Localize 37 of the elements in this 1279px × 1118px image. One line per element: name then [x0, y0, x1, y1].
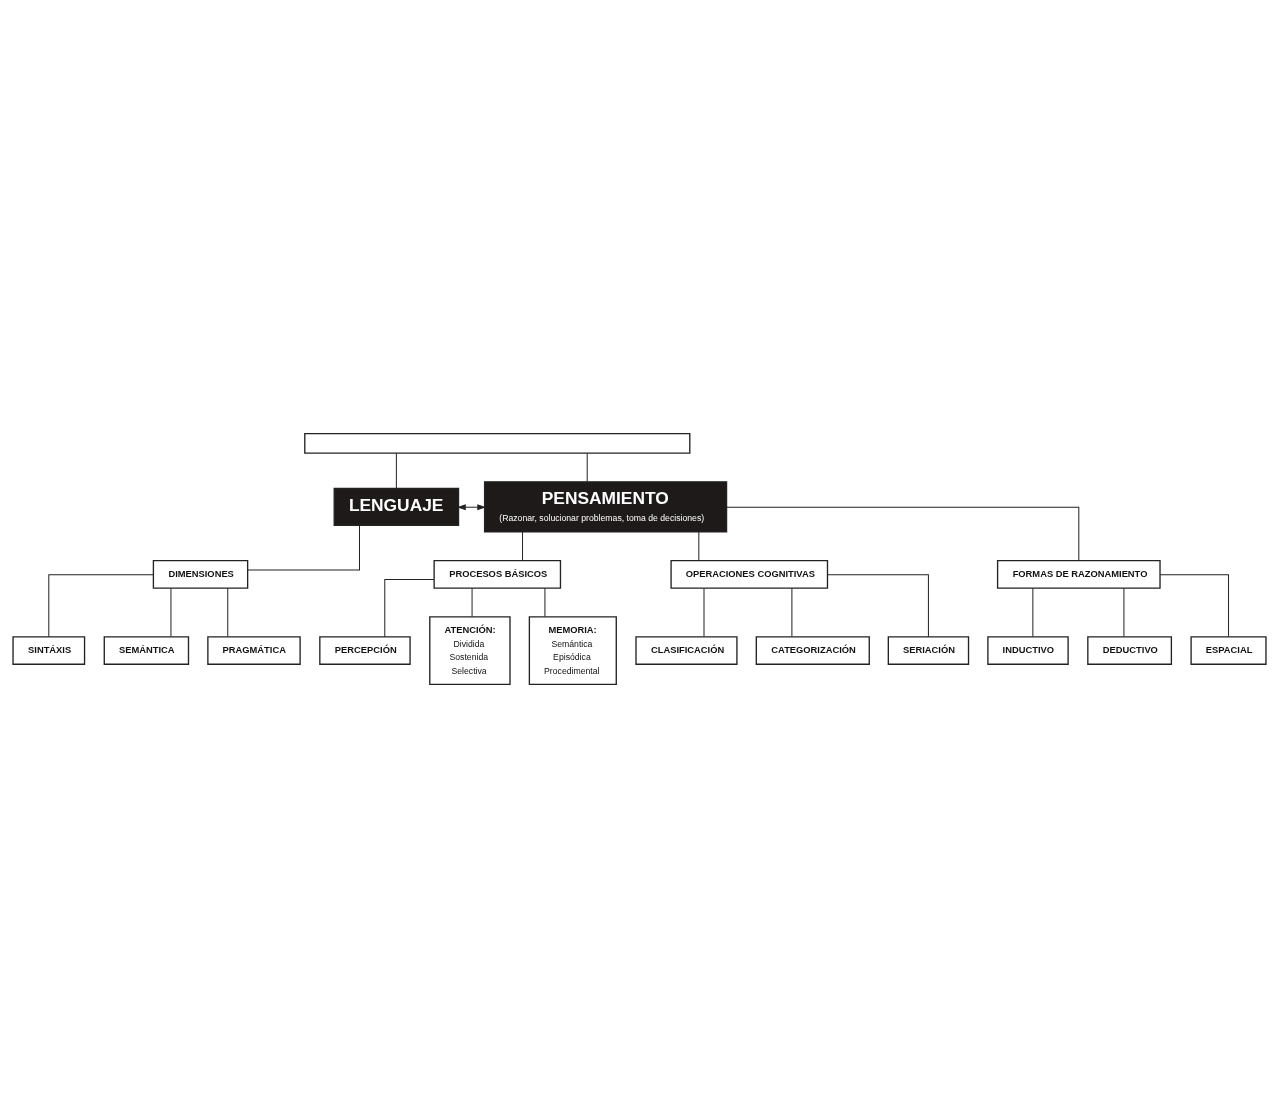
node-box: DIMENSIONES: [152, 560, 249, 589]
connector: [586, 452, 588, 483]
connector: [384, 578, 435, 638]
node-box: [304, 433, 691, 454]
connector: [227, 587, 229, 638]
node-box: PERCEPCIÓN: [319, 636, 411, 665]
node-box: CATEGORIZACIÓN: [755, 636, 870, 665]
connector: [1123, 587, 1125, 638]
connector: [726, 506, 1080, 561]
node-box: ESPACIAL: [1190, 636, 1267, 665]
connector: [170, 587, 172, 638]
connector: [791, 587, 793, 638]
connector: [1032, 587, 1034, 638]
node-box: MEMORIA: Semántica Episódica Procedimental: [528, 616, 617, 685]
connector: [522, 531, 524, 562]
node-box: PRAGMÁTICA: [207, 636, 301, 665]
node-box: OPERACIONES COGNITIVAS: [670, 560, 829, 589]
node-box: ATENCIÓN: Dividida Sostenida Selectiva: [429, 616, 511, 685]
node-box: SEMÁNTICA: [103, 636, 190, 665]
node-box: PROCESOS BÁSICOS: [433, 560, 562, 589]
node-box: FORMAS DE RAZONAMIENTO: [996, 560, 1161, 589]
connector: [827, 574, 929, 638]
node-box: LENGUAJE: [333, 487, 460, 526]
connector: [1159, 574, 1230, 638]
connector: [703, 587, 705, 638]
node-box: CLASIFICACIÓN: [635, 636, 738, 665]
node-box: DEDUCTIVO: [1087, 636, 1173, 665]
node-box: INDUCTIVO: [987, 636, 1069, 665]
connector: [698, 531, 700, 562]
node-box: SINTÁXIS: [12, 636, 86, 665]
connector: [247, 524, 360, 571]
connector: [544, 587, 546, 618]
connector: [395, 452, 397, 489]
node-box: SERIACIÓN: [887, 636, 970, 665]
connector: [471, 587, 473, 618]
node-box: PENSAMIENTO (Razonar, solucionar problemas, toma de decisiones): [483, 481, 728, 533]
connector: [48, 574, 154, 638]
